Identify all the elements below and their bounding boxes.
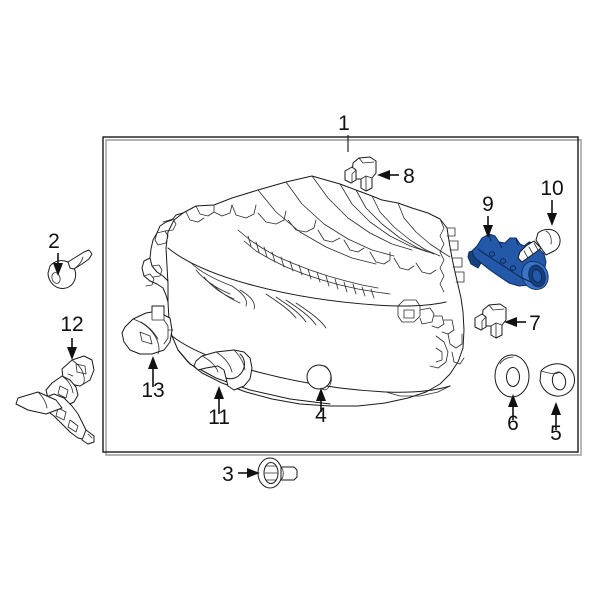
callout-10[interactable]: 10 [540,177,564,226]
callout-10-label: 10 [540,177,563,200]
callout-6[interactable]: 6 [507,394,519,435]
part-12-lock-cylinder-key-set [15,355,95,445]
callout-12-label: 12 [60,313,83,336]
part-13-side-trim-cap [121,305,174,355]
callout-2-label: 2 [48,230,60,253]
part-9-glove-box-damper-highlighted [467,233,549,290]
callout-4[interactable]: 4 [315,388,327,427]
callout-9[interactable]: 9 [482,193,494,238]
callout-6-label: 6 [507,412,519,435]
callout-9-label: 9 [482,193,494,216]
callout-8-label: 8 [403,165,415,188]
part-7-bumper-stopper [474,303,507,339]
part-3-clip-rivet [257,457,298,489]
callout-layer: 1 2 3 4 [48,112,564,486]
part-6-grommet-large [494,354,530,398]
part-8-bumper-stopper [344,156,377,192]
callout-11-label: 11 [208,406,230,429]
callout-1[interactable]: 1 [338,112,350,152]
assembly-frame [102,136,582,456]
callout-5-label: 5 [550,422,562,445]
callout-8[interactable]: 8 [377,165,415,188]
part-5-grommet-small [539,363,575,397]
callout-4-label: 4 [315,404,327,427]
part-4-round-cap-plug [306,364,332,391]
callout-1-label: 1 [338,112,350,135]
callout-13[interactable]: 13 [141,356,165,402]
callout-12[interactable]: 12 [60,313,84,360]
part-2-push-pin-retainer [47,249,93,289]
callout-2[interactable]: 2 [48,230,63,276]
callout-3-label: 3 [222,463,234,486]
callout-5[interactable]: 5 [550,402,562,445]
callout-3[interactable]: 3 [222,463,260,486]
callout-13-label: 13 [141,379,164,402]
callout-7[interactable]: 7 [504,312,541,335]
callout-7-label: 7 [529,312,541,335]
part-11-trim-cover-handle [193,349,253,391]
callout-11[interactable]: 11 [208,386,230,429]
part-10-damper-screw [517,228,561,263]
glove-box-body [141,175,465,407]
